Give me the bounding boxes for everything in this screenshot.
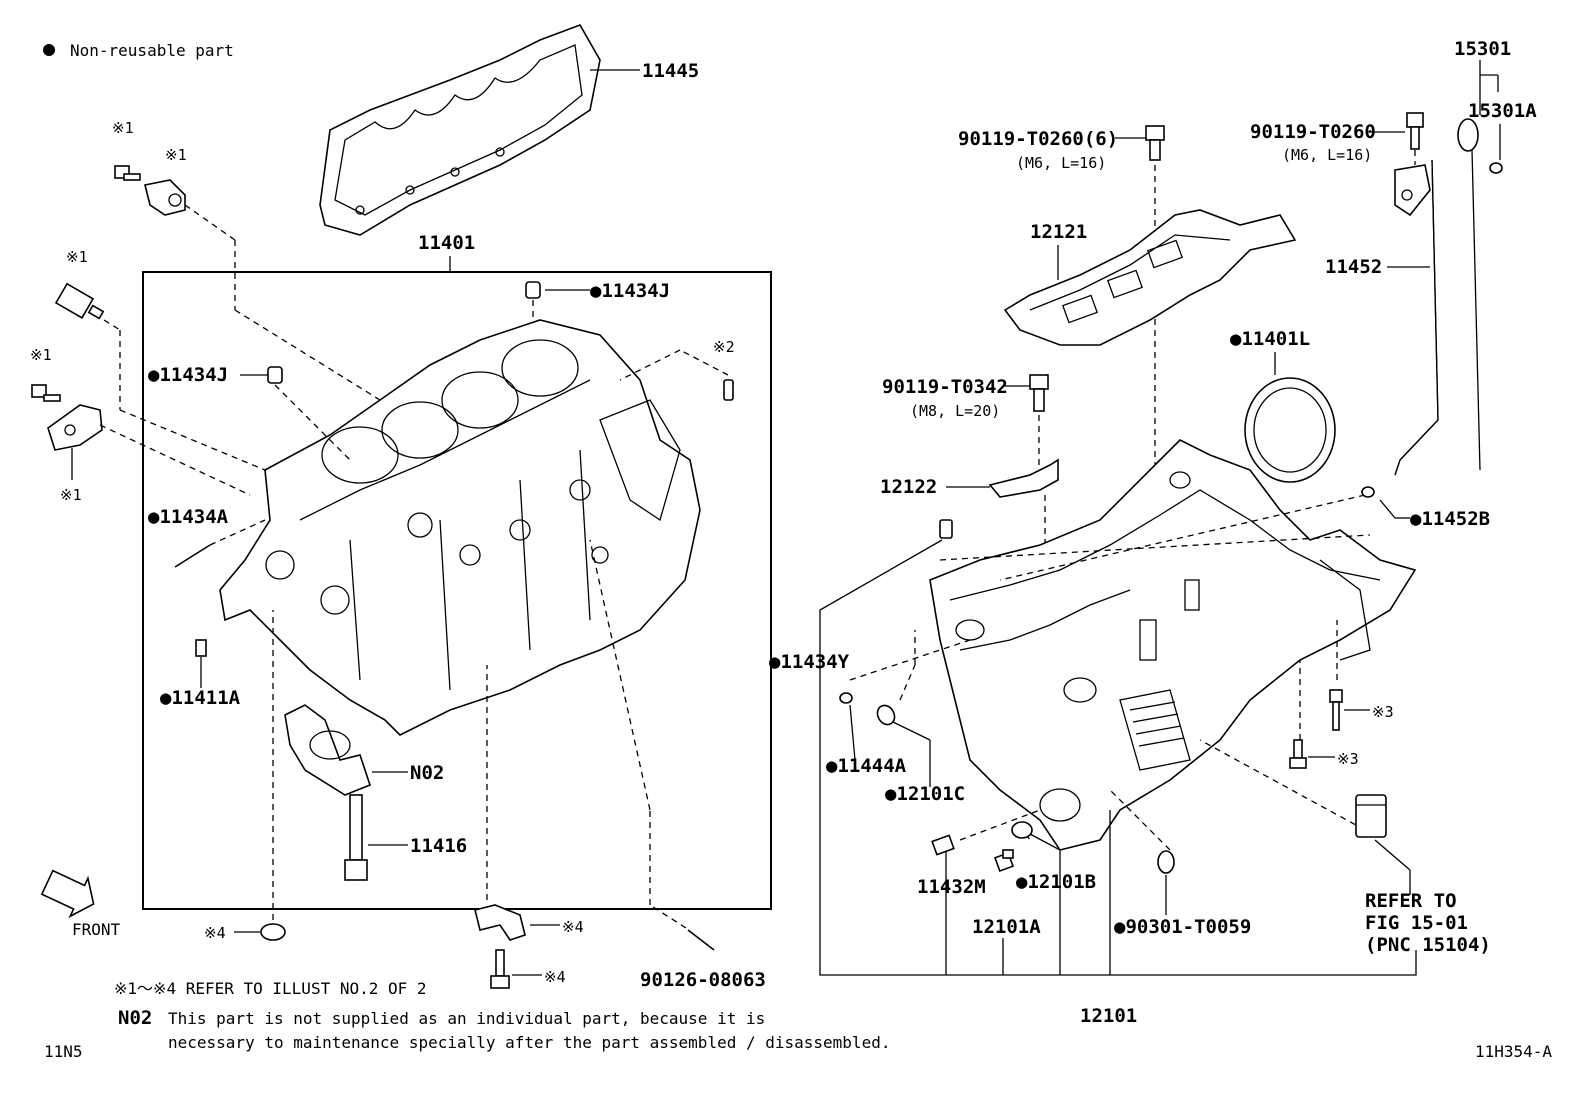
- label-11411A[interactable]: ●11411A: [160, 687, 241, 709]
- bolt-90119-T0260-6-icon: [1145, 125, 1165, 161]
- ref-mark-1e: ※1: [60, 486, 82, 504]
- legend-text: Non-reusable part: [70, 41, 234, 60]
- pin-ref2-icon: [723, 379, 734, 401]
- label-15301A[interactable]: 15301A: [1468, 100, 1537, 122]
- bolt-ref1-d-icon: [31, 384, 61, 402]
- dowel-11434Y-icon: [939, 519, 953, 539]
- bracket-ref4-icon: [474, 904, 526, 941]
- ref-mark-4b: ※4: [562, 918, 584, 936]
- dowel-11411A-icon: [195, 639, 207, 657]
- label-11432M[interactable]: 11432M: [917, 876, 986, 898]
- bolt-11416-icon: [344, 794, 368, 881]
- refer-line-3: (PNC 15104): [1365, 934, 1491, 956]
- label-11434A[interactable]: ●11434A: [148, 506, 229, 528]
- label-11452B[interactable]: ●11452B: [1410, 508, 1490, 530]
- bracket-ref1-b-icon: [144, 179, 186, 216]
- sensor-ref1-c-icon: [54, 282, 105, 320]
- label-12101A[interactable]: 12101A: [972, 916, 1041, 938]
- bolt-90119-T0260-icon: [1406, 112, 1424, 150]
- guide-tube-11452-drawing[interactable]: [1394, 159, 1439, 476]
- washer-ref4-icon: [260, 923, 286, 941]
- ref-mark-1d: ※1: [30, 346, 52, 364]
- note-n02-line1: This part is not supplied as an individu…: [168, 1009, 765, 1028]
- label-90126-08063[interactable]: 90126-08063: [640, 969, 766, 991]
- label-N02[interactable]: N02: [410, 762, 444, 784]
- dowel-11434J-left-icon: [267, 366, 283, 384]
- label-11416[interactable]: 11416: [410, 835, 467, 857]
- o-ring-12101C-icon: [876, 704, 896, 726]
- bolt-ref3-b-icon: [1289, 739, 1307, 769]
- label-11401L[interactable]: ●11401L: [1230, 328, 1310, 350]
- o-ring-11452B-icon: [1361, 486, 1375, 498]
- dowel-11434J-top-icon: [525, 281, 541, 299]
- ref-mark-4c: ※4: [544, 968, 566, 986]
- bracket-ref1-e-icon: [47, 404, 103, 451]
- label-90119-T0260-6[interactable]: 90119-T0260(6): [958, 128, 1118, 150]
- label-90301-T0059[interactable]: ●90301-T0059: [1114, 916, 1251, 938]
- bolt-ref4-icon: [490, 949, 510, 989]
- baffle-plate-12121-drawing[interactable]: [1003, 209, 1297, 346]
- gasket-11444A-icon: [839, 692, 853, 704]
- label-11434J-left[interactable]: ●11434J: [148, 364, 228, 386]
- label-12101C[interactable]: ●12101C: [885, 783, 965, 805]
- cylinder-block-11401-frame: [142, 271, 772, 910]
- label-15301[interactable]: 15301: [1454, 38, 1511, 60]
- gasket-12101B-icon: [1011, 821, 1033, 839]
- label-12101[interactable]: 12101: [1080, 1005, 1137, 1027]
- o-ring-15301A-icon: [1489, 162, 1503, 174]
- note-n02-code: N02: [118, 1007, 152, 1029]
- note-n02-line2: necessary to maintenance specially after…: [168, 1033, 890, 1052]
- note-refer-illust: ※1～※4 REFER TO ILLUST NO.2 OF 2: [114, 979, 427, 998]
- footer-left-code: 11N5: [44, 1042, 83, 1061]
- ref-mark-1b: ※1: [165, 146, 187, 164]
- label-90119-T0260-spec: (M6, L=16): [1282, 146, 1372, 164]
- ref-mark-3a: ※3: [1372, 703, 1394, 721]
- refer-line-2: FIG 15-01: [1365, 912, 1468, 934]
- footer-right-code: 11H354-A: [1475, 1042, 1552, 1061]
- bracket-12122-drawing[interactable]: [988, 458, 1059, 498]
- front-arrow-icon: [40, 869, 95, 919]
- front-label: FRONT: [72, 920, 121, 939]
- label-90119-T0260[interactable]: 90119-T0260: [1250, 121, 1376, 143]
- plug-11432M-icon: [931, 834, 955, 856]
- ref-mark-1a: ※1: [112, 119, 134, 137]
- o-ring-90301-icon: [1157, 850, 1175, 874]
- label-90119-T0342[interactable]: 90119-T0342: [882, 376, 1008, 398]
- oil-seal-11401L-drawing[interactable]: [1244, 377, 1336, 483]
- label-12121[interactable]: 12121: [1030, 221, 1087, 243]
- oil-pan-12101-drawing[interactable]: [929, 439, 1417, 851]
- ref-mark-4a: ※4: [204, 924, 226, 942]
- label-11401[interactable]: 11401: [418, 232, 475, 254]
- label-12101B[interactable]: ●12101B: [1016, 871, 1096, 893]
- oil-filter-icon: [1355, 794, 1387, 838]
- label-90119-T0260-6-spec: (M6, L=16): [1016, 154, 1106, 172]
- bolt-ref3-a-icon: [1329, 689, 1343, 731]
- label-11434J-top[interactable]: ●11434J: [590, 280, 670, 302]
- refer-line-1: REFER TO: [1365, 890, 1457, 912]
- cylinder-block-drawing[interactable]: [219, 319, 701, 736]
- non-reusable-bullet-icon: [43, 44, 55, 56]
- dipstick-15301-drawing[interactable]: [1457, 118, 1481, 471]
- bolt-90119-T0342-icon: [1029, 374, 1049, 412]
- bearing-cap-N02-drawing[interactable]: [284, 704, 371, 796]
- label-11434Y[interactable]: ●11434Y: [769, 651, 850, 673]
- stud-90126-icon: [687, 929, 715, 951]
- ref-mark-2: ※2: [713, 338, 735, 356]
- label-12122[interactable]: 12122: [880, 476, 937, 498]
- drain-plug-12101A-icon: [994, 849, 1014, 872]
- label-11445[interactable]: 11445: [642, 60, 699, 82]
- label-90119-T0342-spec: (M8, L=20): [910, 402, 1000, 420]
- label-11444A[interactable]: ●11444A: [826, 755, 907, 777]
- ref-mark-1c: ※1: [66, 248, 88, 266]
- bolt-ref1-a-icon: [114, 165, 141, 181]
- ref-mark-3b: ※3: [1337, 750, 1359, 768]
- label-11452[interactable]: 11452: [1325, 256, 1382, 278]
- gasket-11445-drawing[interactable]: [319, 24, 601, 236]
